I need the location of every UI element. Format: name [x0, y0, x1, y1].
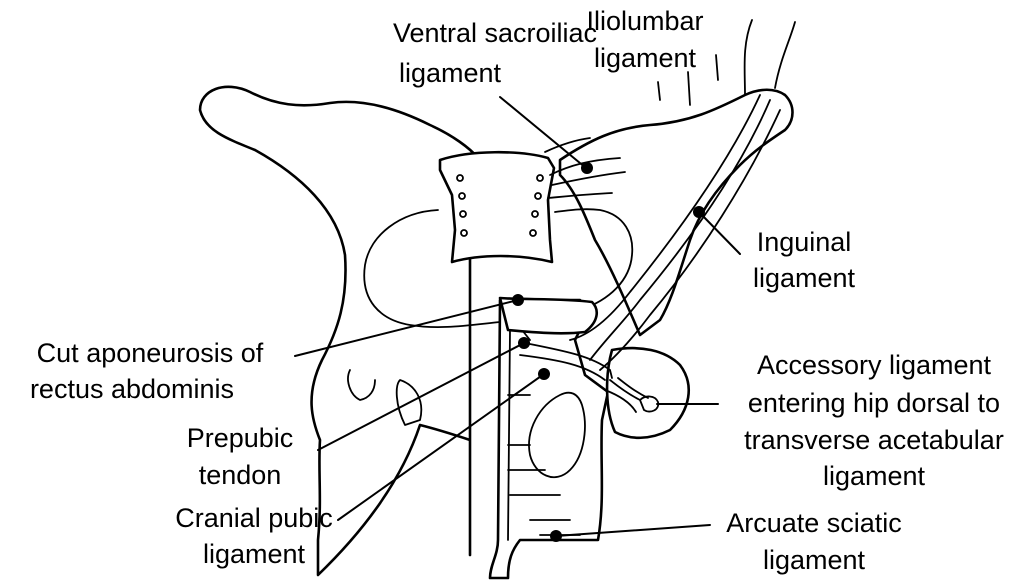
dot-prepubic [518, 337, 530, 349]
sacrum [440, 152, 554, 262]
label-accessory-line3: transverse acetabular [744, 425, 1004, 455]
dot-arcuate-sciatic [550, 530, 562, 542]
right-acetabulum [607, 348, 689, 438]
label-ventral-sacroiliac-line1: Ventral sacroiliac [393, 18, 597, 48]
label-ventral-sacroiliac-line2: ligament [399, 58, 502, 88]
label-cranial-pubic-line2: ligament [203, 539, 306, 569]
label-arcuate-sciatic-line1: Arcuate sciatic [726, 508, 902, 538]
label-arcuate-sciatic-line2: ligament [763, 545, 866, 575]
label-cranial-pubic-line1: Cranial pubic [175, 503, 333, 533]
label-accessory-line2: entering hip dorsal to [748, 388, 1000, 418]
label-cut-aponeurosis-line2: rectus abdominis [30, 374, 234, 404]
label-prepubic-line1: Prepubic [187, 423, 294, 453]
left-hemipelvis [200, 87, 478, 575]
dot-cut-aponeurosis [512, 294, 524, 306]
dot-inguinal [693, 206, 705, 218]
dot-ventral-sacroiliac [581, 162, 593, 174]
label-prepubic-line2: tendon [199, 460, 282, 490]
label-inguinal-line2: ligament [753, 263, 856, 293]
label-inguinal-line1: Inguinal [757, 227, 852, 257]
iliolumbar-ligament-shape [745, 20, 795, 95]
label-iliolumbar-line2: ligament [594, 43, 697, 73]
label-iliolumbar-line1: Iliolumbar [586, 6, 703, 36]
dot-cranial-pubic [538, 368, 550, 380]
label-cut-aponeurosis-line1: Cut aponeurosis of [37, 338, 264, 368]
pelvis-drawing [200, 20, 795, 578]
label-accessory-line4: ligament [823, 461, 926, 491]
label-accessory-line1: Accessory ligament [757, 350, 992, 380]
